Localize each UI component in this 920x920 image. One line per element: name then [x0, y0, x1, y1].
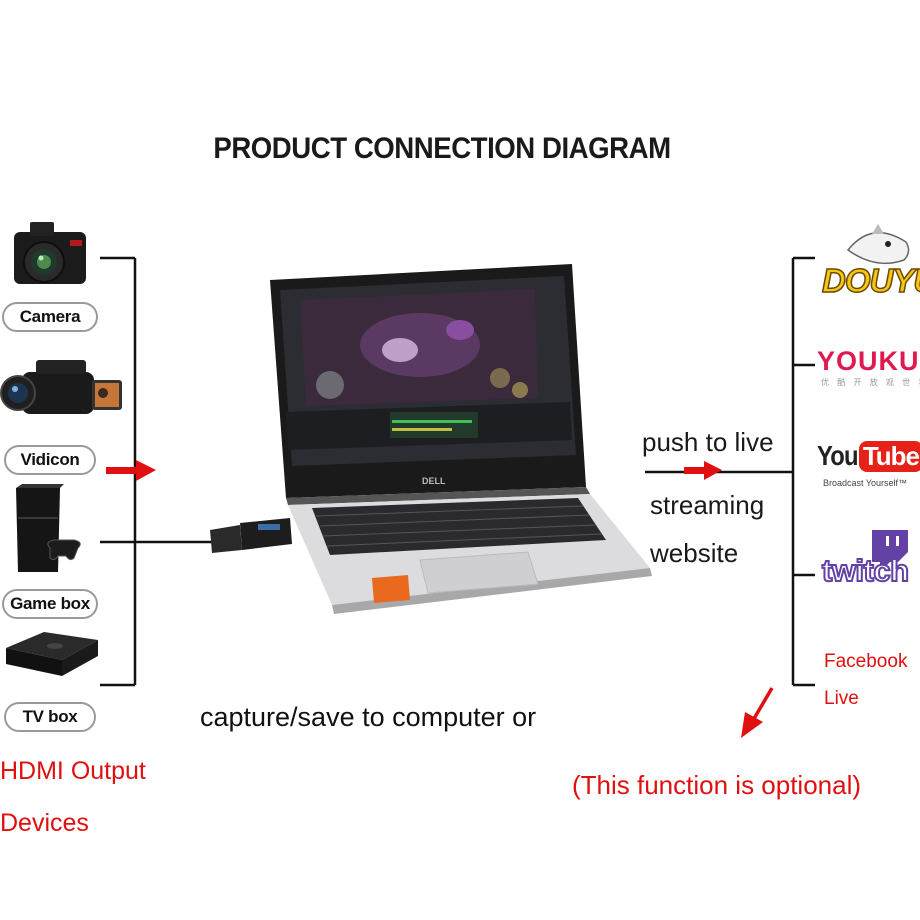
- left-red-arrow-icon: [106, 460, 156, 481]
- capture-caption: capture/save to computer or: [200, 702, 537, 732]
- stream-red-arrow-icon: [684, 461, 722, 480]
- youtube-logo: You Tube: [817, 440, 920, 472]
- camera-icon: [14, 222, 86, 284]
- game-console-icon: [16, 484, 81, 572]
- source-label-vidicon: Vidicon: [4, 445, 96, 475]
- twitch-glyph-icon: [872, 530, 908, 568]
- stream-caption-line1: push to live: [642, 427, 774, 457]
- optional-red-arrow-icon: [741, 687, 774, 738]
- stream-caption-line3: website: [650, 538, 739, 568]
- source-label-camera: Camera: [2, 302, 98, 332]
- optional-note: (This function is optional): [572, 770, 862, 800]
- diagram-title: PRODUCT CONNECTION DIAGRAM: [213, 132, 671, 165]
- stream-caption-line2: streaming: [650, 490, 765, 520]
- right-bracket: [791, 256, 815, 687]
- youtube-sub-text: Broadcast Yourself™: [823, 478, 908, 488]
- facebook-live-line2: Live: [824, 688, 859, 709]
- hdmi-output-caption-line1: HDMI Output: [0, 757, 146, 785]
- tv-box-icon: [6, 632, 98, 676]
- douyu-logo-text: DOUYU: [821, 261, 920, 300]
- youtube-you-text: You: [817, 440, 858, 471]
- source-label-tv-box: TV box: [4, 702, 96, 732]
- twitch-logo-text: twitch: [821, 552, 910, 589]
- youku-logo-text: YOUKU: [817, 346, 920, 376]
- hdmi-output-caption-line2: Devices: [0, 809, 89, 837]
- youtube-tube-text: Tube: [858, 440, 920, 472]
- laptop-icon: DELL: [210, 264, 652, 614]
- douyu-logo-icon: [846, 224, 910, 265]
- facebook-live-line1: Facebook: [824, 651, 908, 672]
- source-label-game-box: Game box: [2, 589, 98, 619]
- youku-sub-text: 优 酷 开 放 观 世 界: [821, 378, 920, 387]
- laptop-brand-text: DELL: [422, 476, 446, 486]
- camcorder-icon: [0, 360, 122, 414]
